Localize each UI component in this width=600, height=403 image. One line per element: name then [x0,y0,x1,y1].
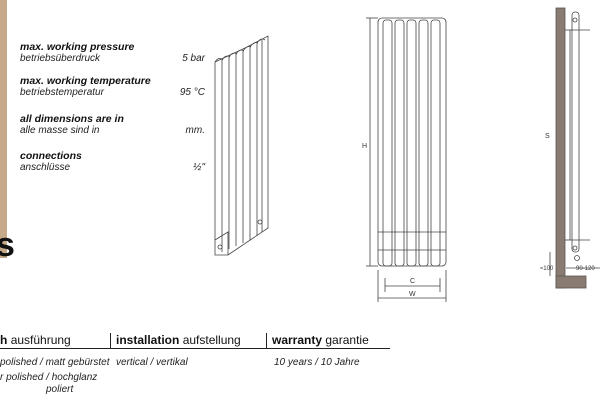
spec-pressure: max. working pressure betriebsüberdruck … [20,41,205,65]
spec-label-de: betriebstemperatur [20,87,104,98]
table-header-installation: installation aufstellung [116,333,241,347]
finish-option: r polished / hochglanz [0,372,98,383]
spec-label-de: betriebsüberdruck [20,53,101,64]
spec-label-en: max. working temperature [20,75,151,87]
spec-value: 95 °C [179,87,205,98]
dim-label-side: S [545,133,550,140]
spec-value: mm. [185,125,205,136]
finish-option: poliert [46,384,74,395]
front-elevation-drawing [366,17,447,302]
warranty-value: 10 years / 10 Jahre [274,357,360,368]
spec-temperature: max. working temperature betriebstempera… [20,75,205,99]
dim-label-center: C [410,278,415,285]
spec-connections: connections anschlüsse ½" [20,150,205,174]
dim-label-offset: ≈100 [540,266,554,272]
product-photo-edge [0,0,7,258]
dim-label-width: W [409,291,416,298]
side-elevation-drawing [549,7,600,289]
spec-label-en: max. working pressure [20,41,135,53]
dim-label-wall-gap: 90-120 [576,266,595,272]
spec-label-de: alle masse sind in [20,125,100,136]
table-header-warranty: warranty garantie [272,333,369,347]
installation-value: vertical / vertikal [116,357,188,368]
isometric-radiator-drawing [214,35,269,256]
spec-value: ½" [193,162,205,173]
spec-label-de: anschlüsse [20,162,71,173]
finish-option: polished / matt gebürstet [0,357,110,368]
section-heading-fragment: s [0,226,15,264]
spec-label-en: connections [20,150,82,162]
dim-label-height: H [362,143,367,150]
table-rule [0,348,390,349]
spec-label-en: all dimensions are in [20,113,124,125]
spec-dimensions: all dimensions are in alle masse sind in… [20,113,205,137]
table-header-finish: h ausführung [0,333,71,347]
spec-value: 5 bar [182,53,205,64]
